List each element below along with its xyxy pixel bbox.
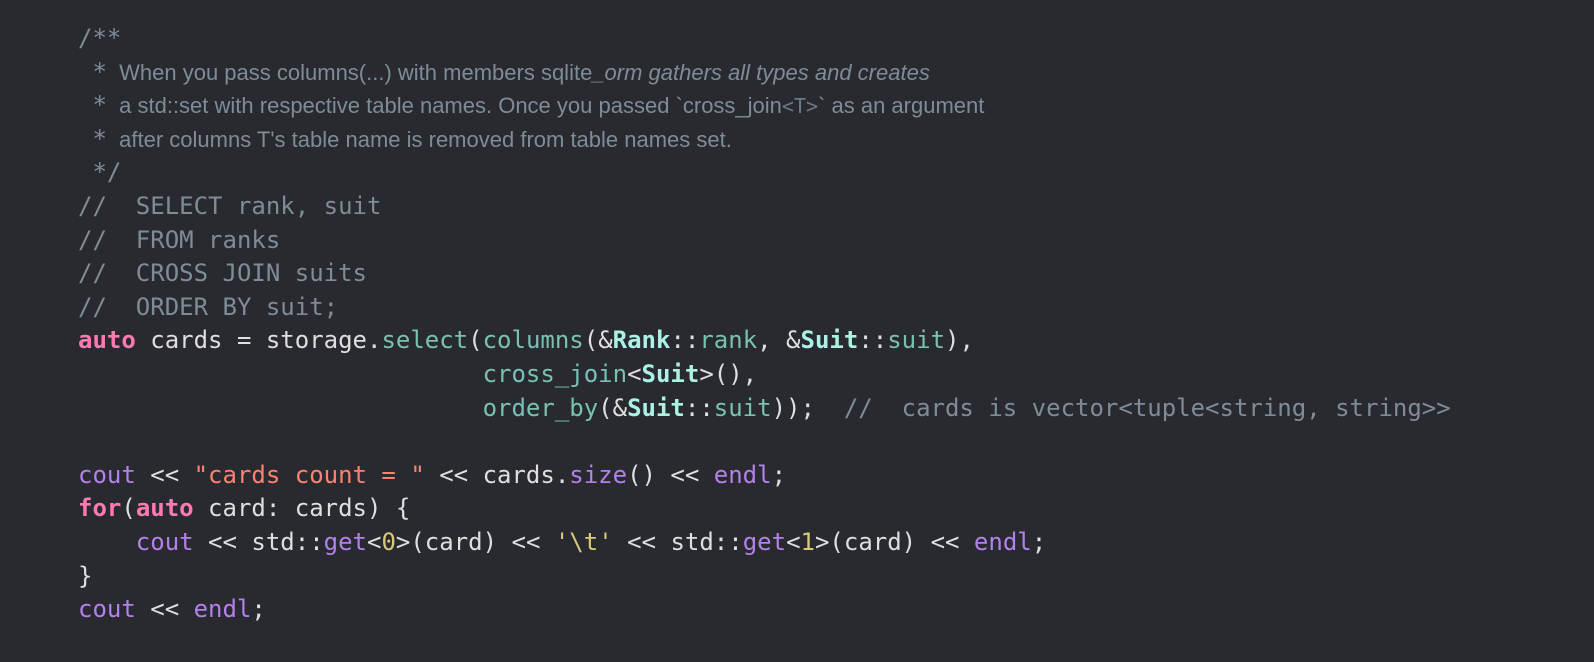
doc-text-part: _orm gathers all types and creates: [592, 59, 930, 85]
code-line-select: auto cards = storage.select(columns(&Ran…: [78, 324, 1451, 358]
number-literal: 0: [381, 527, 396, 556]
doc-comment-line-1: * When you pass columns(...) with member…: [78, 56, 1451, 90]
function-select: select: [381, 326, 469, 355]
sql-comment-line: // FROM ranks: [78, 225, 281, 254]
doc-text-part: cross_join: [682, 93, 782, 119]
function-order-by: order_by: [482, 393, 599, 422]
doc-text-part: after columns T's table name is removed …: [119, 126, 732, 152]
indent: [78, 528, 136, 556]
library-cout: cout: [135, 527, 194, 556]
punct: ));: [771, 393, 844, 422]
sql-comment-line: // CROSS JOIN suits: [78, 259, 367, 288]
code-line-close-brace: }: [78, 561, 93, 590]
code-line-final: cout << endl;: [78, 593, 1451, 627]
string-literal: "cards count = ": [193, 460, 425, 489]
doc-text-part: ` as an argument: [818, 93, 985, 119]
keyword-auto: auto: [135, 494, 194, 523]
plain-text: () <<: [627, 460, 714, 489]
library-get: get: [323, 527, 367, 556]
char-literal: '\t': [554, 527, 613, 556]
library-endl: endl: [193, 595, 252, 624]
code-line-for-body: cout << std::get<0>(card) << '\t' << std…: [78, 526, 1451, 560]
library-endl: endl: [973, 527, 1032, 556]
library-cout: cout: [78, 595, 136, 624]
punct: ;: [771, 460, 787, 489]
sql-comment-line: // SELECT rank, suit: [78, 191, 382, 220]
punct: (&: [583, 326, 613, 355]
type-rank: Rank: [612, 326, 671, 355]
punct: (&: [598, 393, 628, 422]
punct: >(),: [699, 359, 758, 388]
comment-star: *: [78, 124, 107, 153]
blank-line: [78, 425, 1451, 459]
punct: ;: [1031, 527, 1047, 556]
punct: ;: [251, 595, 266, 624]
doc-comment-line-2: * a std::set with respective table names…: [78, 89, 1451, 123]
plain-text: card: cards) {: [193, 494, 411, 523]
punct: ::: [684, 393, 714, 422]
plain-text: cards = storage.: [135, 326, 382, 355]
doc-text: after columns T's table name is removed …: [107, 127, 732, 152]
plain-text: << cards.: [424, 460, 570, 489]
code-line-print-count: cout << "cards count = " << cards.size()…: [78, 459, 1451, 493]
plain-text: <<: [135, 595, 194, 624]
doc-code-span: <T>: [781, 94, 819, 119]
trailing-comment: // cards is vector<tuple<string, string>…: [843, 393, 1451, 422]
punct: <: [786, 527, 801, 556]
plain-text: << std::: [193, 527, 324, 556]
plain-text: << std::: [612, 527, 743, 556]
member-suit: suit: [713, 393, 772, 422]
comment-star: *: [78, 91, 107, 120]
keyword-auto: auto: [78, 326, 136, 355]
doc-text-part: When you pass columns(...) with members …: [119, 59, 593, 85]
doc-text: When you pass columns(...) with members …: [107, 60, 930, 85]
code-line-order-by: order_by(&Suit::suit)); // cards is vect…: [78, 392, 1451, 426]
punct: <: [627, 359, 642, 388]
punct: <: [367, 527, 382, 556]
sql-comment-line: // ORDER BY suit;: [78, 292, 339, 321]
library-get: get: [742, 527, 787, 556]
punct: (: [468, 326, 483, 355]
punct: (: [121, 494, 136, 523]
doc-comment-line-3: * after columns T's table name is remove…: [78, 123, 1451, 157]
number-literal: 1: [800, 527, 815, 556]
punct: , &: [757, 326, 801, 355]
member-suit: suit: [887, 326, 946, 355]
type-suit: Suit: [641, 359, 700, 388]
function-cross-join: cross_join: [482, 359, 628, 388]
code-editor[interactable]: /** * When you pass columns(...) with me…: [78, 22, 1451, 627]
code-line-cross-join: cross_join<Suit>(),: [78, 358, 1451, 392]
plain-text: >(card) <<: [814, 527, 974, 556]
punct: ::: [670, 326, 700, 355]
doc-text: a std::set with respective table names. …: [107, 93, 984, 118]
code-line-for: for(auto card: cards) {: [78, 492, 1451, 526]
function-columns: columns: [482, 326, 584, 355]
keyword-for: for: [78, 494, 122, 523]
indent: [78, 394, 483, 422]
plain-text: >(card) <<: [395, 527, 555, 556]
plain-text: <<: [135, 460, 194, 489]
punct: ::: [858, 326, 888, 355]
member-rank: rank: [699, 326, 758, 355]
doc-comment-open: /**: [78, 24, 122, 52]
library-cout: cout: [78, 460, 136, 489]
type-suit: Suit: [800, 326, 859, 355]
library-size: size: [569, 460, 628, 489]
doc-comment-close: */: [78, 158, 122, 187]
punct: ),: [945, 326, 974, 355]
library-endl: endl: [713, 460, 772, 489]
indent: [78, 360, 483, 388]
comment-star: *: [78, 57, 107, 86]
doc-text-part: a std::set with respective table names. …: [119, 93, 683, 119]
type-suit: Suit: [627, 393, 685, 422]
